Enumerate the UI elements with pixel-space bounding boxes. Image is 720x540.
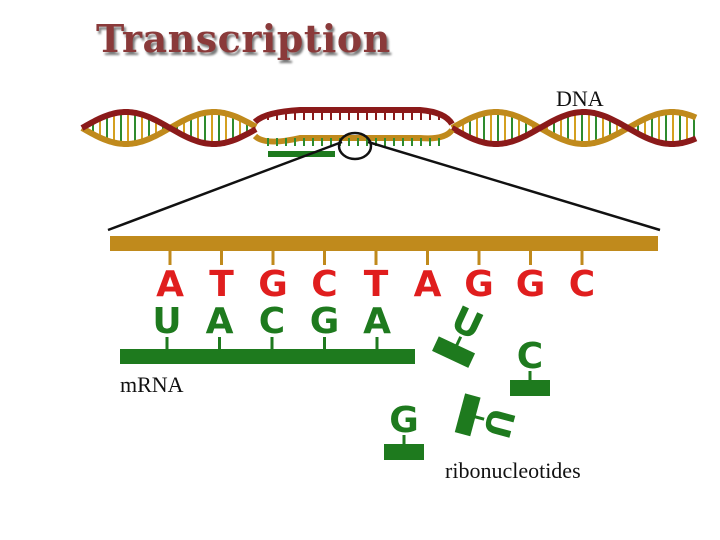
mrna-label: mRNA [120, 372, 184, 397]
dna-base-letter: C [311, 264, 337, 305]
dna-template-strand [110, 236, 658, 251]
zoom-circle [337, 131, 373, 161]
helix-strand-red [80, 109, 698, 147]
free-ribonucleotide: C [510, 336, 550, 396]
dna-base-letter: A [414, 264, 442, 305]
ribonucleotide-letter: U [445, 299, 489, 349]
dna-base-tick [477, 251, 481, 265]
dna-base-tick [220, 251, 223, 265]
ribonucleotide-stem [402, 435, 406, 445]
mrna-base-tick [323, 337, 326, 350]
transcription-bubble [252, 107, 455, 157]
ribonucleotide-block [432, 336, 476, 368]
ribonucleotide-stem [474, 415, 485, 421]
mrna-base-letter: A [206, 301, 234, 342]
dna-base-tick [271, 251, 275, 265]
mrna-base-tick [165, 337, 169, 350]
mrna-base-letter: U [152, 301, 181, 342]
dna-base-letter: T [364, 264, 389, 305]
dna-base-letter: G [464, 264, 494, 305]
mrna-base-letter: G [310, 301, 340, 342]
dna-base-tick [374, 251, 378, 265]
bubble-lower-strand [252, 128, 455, 145]
bubble-upper-strand [252, 107, 455, 126]
dna-base-tick [580, 251, 584, 265]
ribonucleotide-block [384, 444, 424, 460]
dna-helix [80, 107, 698, 161]
zoom-line-right [367, 140, 661, 232]
diagram-title: Transcription [96, 16, 391, 61]
zoom-line-left [107, 140, 343, 232]
ribonucleotide-letter: U [475, 404, 522, 443]
free-ribonucleotide: U [432, 299, 489, 368]
dna-base-letter: T [209, 264, 234, 305]
ribonucleotides-label: ribonucleotides [445, 458, 581, 483]
mrna-strand [120, 349, 415, 364]
free-ribonucleotide: G [384, 400, 424, 460]
dna-label: DNA [556, 86, 604, 111]
ribonucleotide-letter: C [517, 336, 543, 377]
mrna-base-tick [270, 337, 274, 350]
mrna-base-tick [218, 337, 221, 350]
ribonucleotide-letter: G [389, 400, 419, 441]
mrna-base-tick [375, 337, 379, 350]
mrna-base-letter: A [363, 301, 391, 342]
ribonucleotide-stem [455, 336, 463, 347]
ribonucleotide-block [454, 393, 481, 437]
dna-base-tick [323, 251, 326, 265]
dna-base-letter: A [156, 264, 184, 305]
free-ribonucleotide: U [454, 393, 522, 443]
ribonucleotide-stem [528, 371, 532, 381]
dna-base-ticks [168, 251, 584, 265]
dna-base-tick [426, 251, 429, 265]
ribonucleotide-block [510, 380, 550, 396]
dna-base-tick [168, 251, 172, 265]
dna-base-letter: G [258, 264, 288, 305]
mrna-base-letter: C [259, 301, 285, 342]
dna-base-letter: G [516, 264, 546, 305]
free-ribonucleotides: UCU G [384, 299, 550, 460]
dna-base-tick [529, 251, 532, 265]
mrna-base-ticks [165, 337, 379, 350]
dna-base-letter: C [569, 264, 595, 305]
